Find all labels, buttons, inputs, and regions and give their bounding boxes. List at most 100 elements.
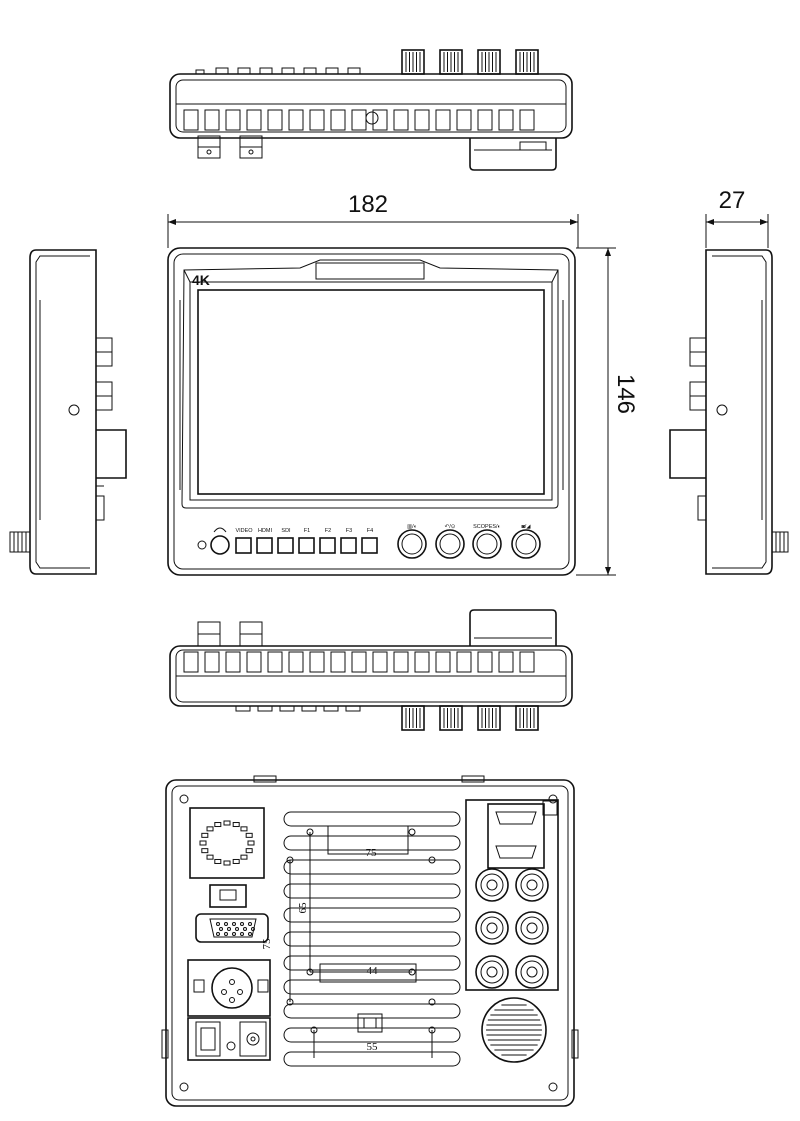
front-knob-4 [511, 529, 541, 559]
speaker-hole [245, 832, 253, 838]
cooling-fin [414, 651, 430, 673]
cooling-fin [414, 109, 430, 131]
function-button-3 [277, 537, 294, 554]
power-led [197, 540, 207, 550]
cooling-fin [288, 109, 304, 131]
front-function-buttons [235, 537, 378, 554]
depth-dimension-label: 27 [719, 187, 746, 214]
heatsink-rib [283, 1027, 461, 1043]
button-label-f3: F3 [346, 528, 352, 534]
speaker-hole [201, 832, 209, 838]
front-knob-2 [435, 529, 465, 559]
width-dimension-label: 182 [348, 191, 388, 218]
knob-label-2: ↶/⊙ [445, 523, 456, 530]
heatsink-rib [283, 1051, 461, 1067]
bnc-pin [486, 879, 498, 891]
knob-label-1: ▥/◐ [407, 524, 418, 530]
speaker-hole [206, 854, 214, 860]
function-button-7 [361, 537, 378, 554]
function-button-2 [256, 537, 273, 554]
cooling-fin [309, 651, 325, 673]
front-knob-3 [472, 529, 502, 559]
bnc-ring [480, 873, 504, 897]
left-side-view [9, 249, 127, 575]
cooling-fin [435, 651, 451, 673]
heatsink-rib [283, 979, 461, 995]
heatsink-rib [283, 907, 461, 923]
cooling-fin [225, 651, 241, 673]
speaker-hole [214, 822, 222, 828]
vga-pin [248, 932, 252, 936]
dimension-lines: 182 146 27 [167, 187, 769, 576]
front-knob-inner [401, 533, 423, 555]
button-label-f2: F2 [325, 528, 331, 534]
bottom-view-buttons [235, 705, 361, 712]
speaker-hole [240, 854, 248, 860]
top-view-battery-plate [469, 138, 557, 171]
speaker-hole [206, 826, 214, 832]
bnc-pin [486, 966, 498, 978]
bnc-ring [520, 960, 544, 984]
cooling-fin [393, 109, 409, 131]
rear-bnc-connectors [475, 868, 549, 989]
bnc-pin [526, 879, 538, 891]
knob-side-2 [439, 705, 463, 731]
knob-label-3: SCOPES/◐ [473, 524, 501, 530]
bnc-ring [520, 873, 544, 897]
bottom-view-knobs [401, 705, 539, 731]
button-label-f1: F1 [304, 528, 310, 534]
bnc-ring [520, 916, 544, 940]
vga-pin [232, 932, 236, 936]
cooling-fin [393, 651, 409, 673]
front-knob-inner [515, 533, 537, 555]
cooling-fin [456, 651, 472, 673]
speaker-hole [240, 826, 248, 832]
cooling-fin [246, 651, 262, 673]
vga-pin [216, 922, 220, 926]
cooling-fin [204, 109, 220, 131]
vga-pin [224, 922, 228, 926]
cooling-fin [456, 109, 472, 131]
cooling-fin [204, 651, 220, 673]
heatsink-rib [283, 955, 461, 971]
vesa-height-65-label: 65 [297, 902, 309, 914]
front-view: 4K [167, 247, 576, 576]
button-label-sdi: SDI [281, 528, 291, 534]
cooling-fin [498, 109, 514, 131]
cooling-fin [288, 651, 304, 673]
vga-pin [235, 927, 239, 931]
headphone-icon [213, 527, 227, 533]
speaker-hole [245, 848, 253, 854]
front-knob-1 [397, 529, 427, 559]
heatsink-rib [283, 1003, 461, 1019]
front-knob-inner [439, 533, 461, 555]
cooling-fin [267, 651, 283, 673]
bnc-ring [480, 960, 504, 984]
cooling-fin [351, 651, 367, 673]
button-label-hdmi: HDMI [258, 528, 273, 534]
vga-pin [240, 922, 244, 926]
function-button-6 [340, 537, 357, 554]
display-screen [197, 289, 545, 495]
bnc-pin [526, 966, 538, 978]
front-knobs [397, 529, 541, 559]
vesa-width-44-label: 44 [367, 965, 379, 977]
button-label-video: VIDEO [235, 528, 253, 534]
vesa-width-55-label: 55 [367, 1041, 379, 1053]
function-button-1 [235, 537, 252, 554]
cooling-fin [372, 651, 388, 673]
function-button-5 [319, 537, 336, 554]
vesa-width-75-label: 75 [366, 847, 378, 859]
bnc-pin [486, 922, 498, 934]
rear-speaker [481, 997, 547, 1063]
vesa-height-75-label: 75 [261, 938, 273, 950]
vga-pin [219, 927, 223, 931]
speaker-hole [223, 860, 231, 866]
cooling-fin [519, 109, 535, 131]
speaker-hole [214, 858, 222, 864]
vga-pin [224, 932, 228, 936]
4k-badge: 4K [192, 272, 210, 288]
cooling-fin [477, 109, 493, 131]
rib-panel [327, 825, 409, 855]
